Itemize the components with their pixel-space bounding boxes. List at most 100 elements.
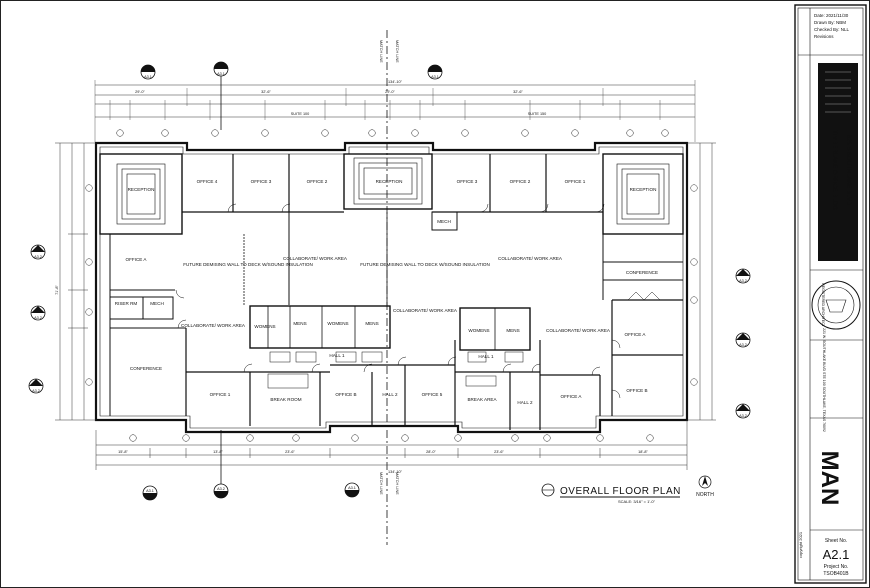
svg-text:A3.2: A3.2 [217, 487, 225, 491]
room-riser: RISER RM [115, 301, 138, 306]
suite-left-label: SUITE 100 [291, 112, 310, 116]
section-marker[interactable]: A3.1 [344, 482, 360, 498]
room-reception-left: RECEPTION [128, 187, 155, 192]
room-office-b-br: OFFICE B [626, 388, 647, 393]
svg-text:MAN: MAN [816, 451, 843, 506]
north-arrow: NORTH [696, 475, 714, 498]
reception-ceiling-patterns [116, 157, 670, 225]
room-hall-2b: HALL 2 [517, 400, 533, 405]
room-mens-1: MENS [293, 321, 306, 326]
section-marker[interactable]: A3.2 [30, 305, 46, 321]
top-dim-2: 32'-6" [261, 90, 271, 94]
section-marker[interactable]: A3.1 [140, 64, 156, 80]
section-marker[interactable]: A3.2 [213, 430, 229, 499]
svg-text:A3.2: A3.2 [739, 414, 747, 418]
room-demising-right: FUTURE DEMISING WALL TO DECK W/SOUND INS… [360, 262, 490, 267]
room-demising-left: FUTURE DEMISING WALL TO DECK W/SOUND INS… [183, 262, 313, 267]
room-office-a: OFFICE A [126, 257, 148, 262]
grid-bubbles-bottom [129, 434, 654, 442]
room-office-b: OFFICE B [335, 392, 356, 397]
bottom-dims: 15'-8" 13'-8" 23'-6" 28'-0" 23'-6" 18'-8… [118, 450, 648, 454]
title-block: Date: 2021/11/30 Drawn By: NBM Checked B… [794, 4, 867, 584]
room-mens-3: MENS [506, 328, 519, 333]
tb-drawn-by: Drawn By: NBM [814, 20, 846, 25]
top-dims: 29'-0" 32'-6" 29'-0" 32'-6" [135, 90, 523, 94]
room-office3-tl: OFFICE 3 [251, 179, 272, 184]
tb-sheet-no: A2.1 [823, 547, 850, 562]
right-dimension-strings [85, 142, 716, 421]
svg-text:A3.1: A3.1 [431, 75, 439, 79]
section-marker[interactable]: A3.2 [735, 332, 751, 348]
tb-copyright: copyright 2021 [798, 531, 803, 558]
room-reception-right: RECEPTION [630, 187, 657, 192]
section-marker[interactable]: A3.2 [735, 403, 751, 419]
svg-text:A3.2: A3.2 [739, 279, 747, 283]
svg-text:MATCH LINE: MATCH LINE [395, 40, 399, 63]
north-label: NORTH [696, 492, 714, 498]
break-room-counters [267, 351, 524, 389]
plan-scale: SCALE: 3/16" = 1'-0" [618, 499, 656, 504]
top-dim-4: 32'-6" [513, 90, 523, 94]
room-collab-mid: COLLABORATE/ WORK AREA [393, 308, 458, 313]
bottom-dim-4: 28'-0" [426, 450, 436, 454]
svg-text:MATCH LINE: MATCH LINE [395, 472, 399, 495]
svg-text:A3.1: A3.1 [348, 486, 356, 490]
section-markers-top: A3.1 A3.1 A3.1 [140, 61, 443, 130]
room-hall-1: HALL 1 [329, 353, 345, 358]
room-mech-top: MECH [437, 219, 451, 224]
top-dim-3: 29'-0" [385, 90, 395, 94]
room-mech-left: MECH [150, 301, 164, 306]
room-conference-right: CONFERENCE [626, 270, 658, 275]
section-marker[interactable]: A3.1 [142, 485, 158, 501]
left-dimension-strings [55, 142, 96, 421]
tb-sheet-label: Sheet No. [825, 538, 847, 544]
section-marker[interactable]: A3.2 [28, 378, 44, 394]
room-mens-2: MENS [365, 321, 378, 326]
overall-dim-left: 71'-8" [55, 285, 59, 295]
room-collab-right-top: COLLABORATE/ WORK AREA [498, 256, 563, 261]
room-office2-tr: OFFICE 2 [510, 179, 531, 184]
room-office2-tl: OFFICE 2 [307, 179, 328, 184]
room-break-room: BREAK ROOM [270, 397, 301, 402]
match-line-top-label: MATCH LINE [379, 40, 383, 63]
room-office-a-br: OFFICE A [561, 394, 583, 399]
svg-text:A3.1: A3.1 [217, 72, 225, 76]
top-dimension-strings [94, 80, 696, 142]
svg-text:A3.2: A3.2 [32, 389, 40, 393]
room-hall-1b: HALL 1 [478, 354, 494, 359]
section-markers-bottom: A3.1 A3.2 A3.1 [142, 430, 360, 501]
tb-checked-by: Checked By: NLL [814, 27, 850, 32]
svg-text:A3.2: A3.2 [34, 255, 42, 259]
section-marker[interactable]: A3.2 [30, 244, 46, 260]
bottom-dim-5: 23'-6" [494, 450, 504, 454]
svg-text:REGISTERED ARCHITECT: REGISTERED ARCHITECT [821, 283, 825, 327]
room-collab-left: COLLABORATE/ WORK AREA [283, 256, 348, 261]
architect-seal: REGISTERED ARCHITECT [811, 280, 861, 330]
section-markers-sides: A3.2 A3.2 A3.2 A3.2 A3.2 A3.2 [28, 244, 751, 419]
section-marker[interactable]: A3.1 [427, 64, 443, 80]
svg-text:A3.1: A3.1 [146, 489, 154, 493]
room-collab-small: COLLABORATE/ WORK AREA [181, 323, 246, 328]
plan-title: OVERALL FLOOR PLAN [560, 486, 681, 497]
section-marker[interactable]: A3.1 [213, 61, 229, 130]
top-dim-1: 29'-0" [135, 90, 145, 94]
room-hall-2: HALL 2 [382, 392, 398, 397]
section-marker[interactable]: A3.2 [735, 268, 751, 284]
tb-project-name: TIMBERLAKE OFFICE BLDG [831, 130, 837, 210]
bottom-dim-6: 18'-8" [638, 450, 648, 454]
room-womens-3: WOMENS [468, 328, 489, 333]
suite-right-label: SUITE 150 [528, 112, 547, 116]
bottom-dim-1: 15'-8" [118, 450, 128, 454]
tb-project-address: 825 S SOUTHLAKE BLVD [845, 135, 851, 206]
overall-dim-bottom: 134'-10" [388, 470, 403, 474]
svg-text:A3.2: A3.2 [34, 316, 42, 320]
bottom-dim-2: 13'-8" [213, 450, 223, 454]
room-office-5: OFFICE 5 [422, 392, 443, 397]
tb-date: Date: 2021/11/30 [814, 13, 849, 18]
overall-dim-top: 134'-10" [388, 80, 403, 84]
room-office-a-right: OFFICE A [625, 332, 647, 337]
svg-text:A3.1: A3.1 [144, 75, 152, 79]
tb-firm-address: 221 W. SOUTHLAKE BLVD STE 100 SOUTHLAKE,… [822, 328, 826, 432]
door-swings [175, 203, 661, 399]
